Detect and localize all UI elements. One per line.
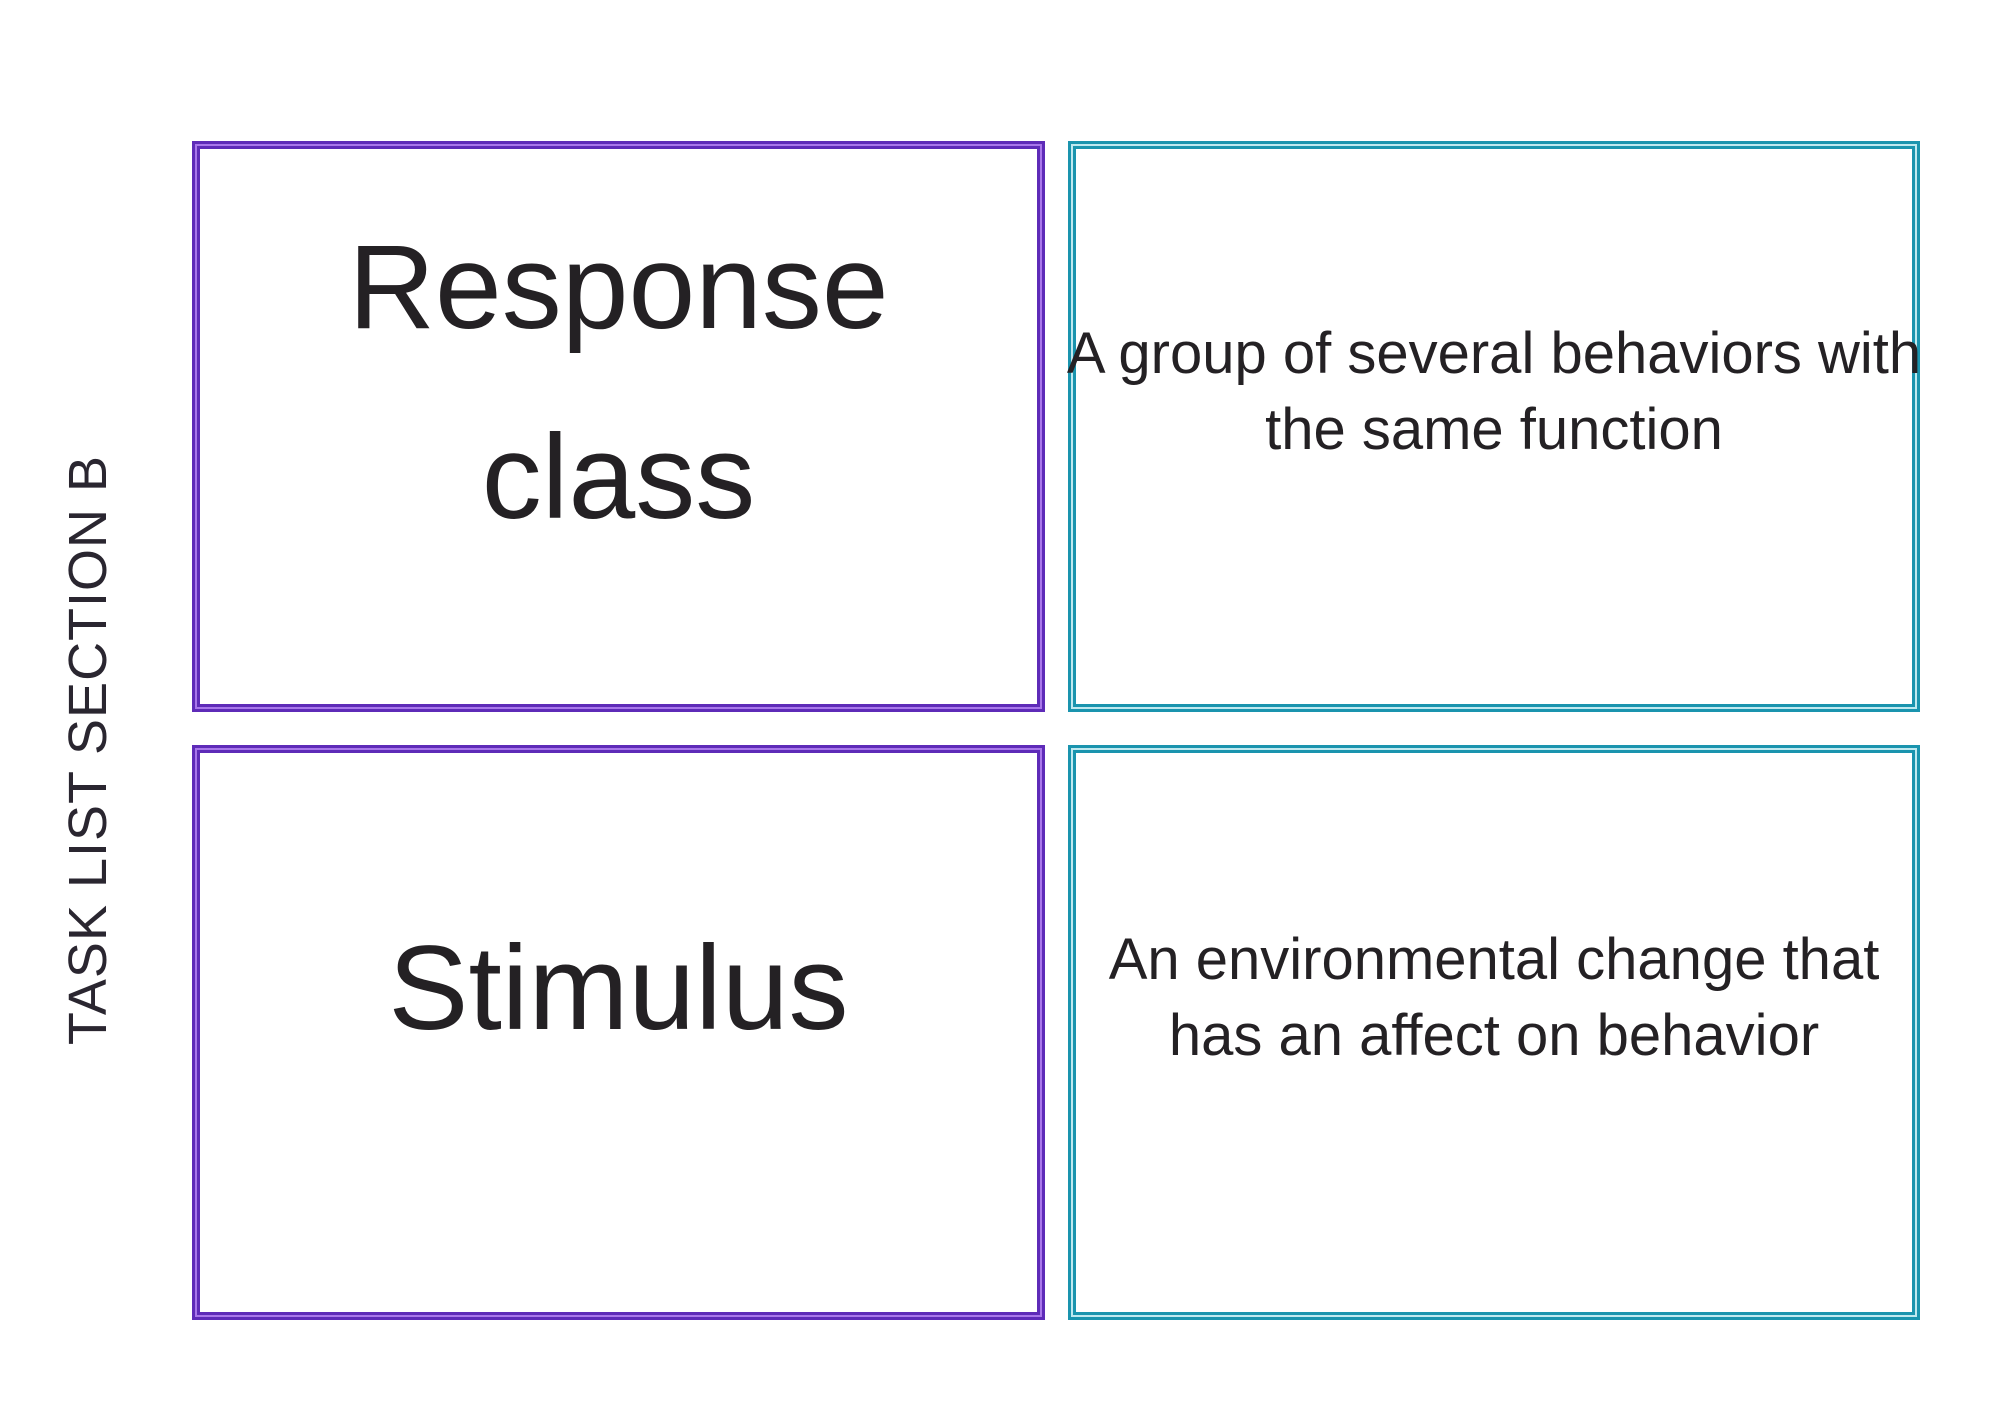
flashcard-stimulus-definition: An environmental change that has an affe… — [1068, 745, 1920, 1320]
definition-text-line: the same function — [1265, 396, 1723, 462]
flashcard-response-class-definition: A group of several behaviors with the sa… — [1066, 141, 1922, 712]
flashcard-stimulus-term: Stimulus — [192, 745, 1045, 1320]
section-label-vertical: TASK LIST SECTION B — [58, 454, 118, 1046]
term-text-line: Stimulus — [388, 920, 849, 1055]
flashcard-response-class-term: Response class — [192, 141, 1045, 712]
definition-text-line: has an affect on behavior — [1168, 1002, 1820, 1068]
definition-text-line: A group of several behaviors with — [1066, 320, 1922, 386]
definition-text-line: An environmental change that — [1108, 926, 1880, 992]
term-text-line: class — [481, 409, 756, 544]
term-text-line: Response — [348, 219, 889, 354]
